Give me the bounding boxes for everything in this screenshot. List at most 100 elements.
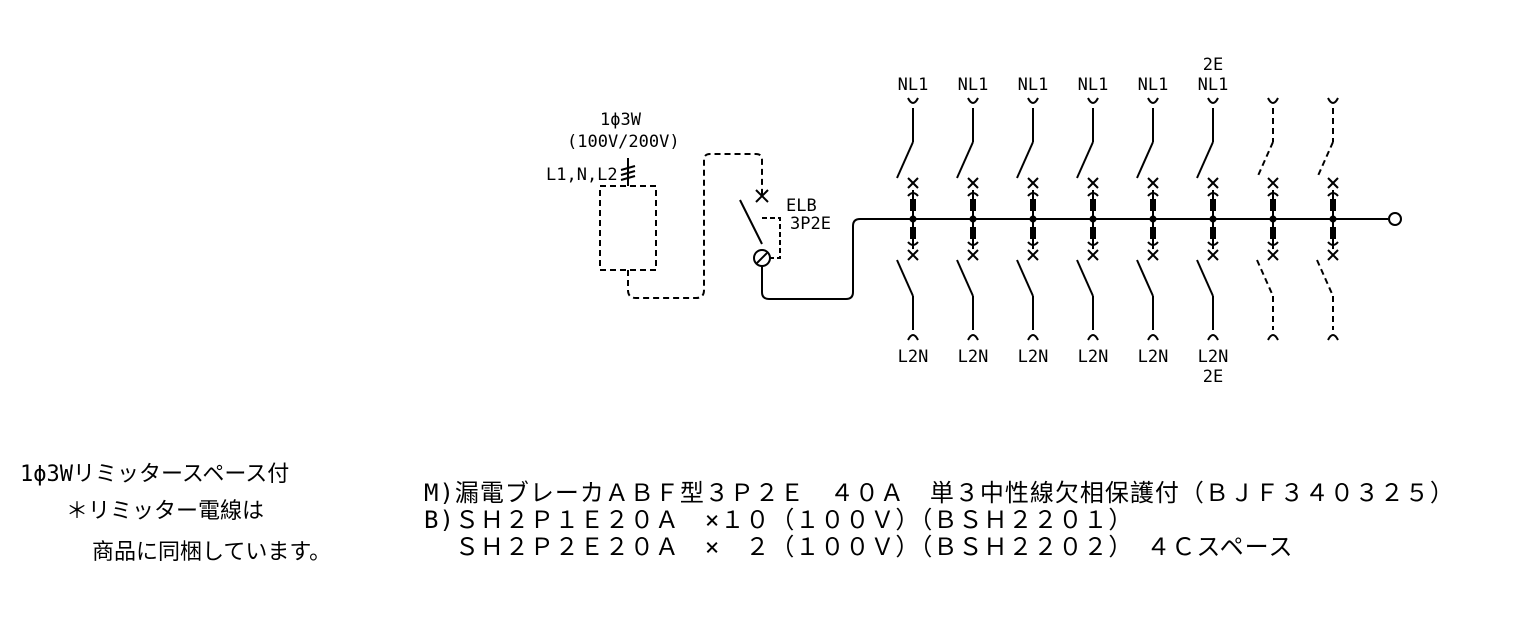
breaker-contact-bottom — [907, 241, 919, 261]
terminal-bottom — [967, 334, 979, 341]
terminal-bottom — [907, 334, 919, 341]
main-feed-wire — [761, 218, 900, 300]
main-breaker-type-label: ELB — [786, 196, 817, 216]
breaker-fuse-bottom — [1150, 227, 1156, 239]
breaker-fuse-bottom — [910, 227, 916, 239]
bus-connection-dot — [1329, 215, 1337, 223]
bus-connection-dot — [1209, 215, 1217, 223]
branch-bottom-label: L2N — [1138, 347, 1169, 367]
bus-connection-dot — [1029, 215, 1037, 223]
breaker-fuse-top — [1030, 199, 1036, 211]
limiter-note-line1: 1ϕ3Wリミッタースペース付 — [20, 462, 290, 487]
limiter-note-line2: ＊リミッター電線は — [66, 499, 265, 524]
limiter-wire — [627, 153, 763, 299]
supply-conductors-label: L1,N,L2 — [546, 165, 618, 185]
branch-top-label: NL1 — [1018, 75, 1049, 95]
branch-bottom-label: L2N — [1018, 347, 1049, 367]
terminal-top — [1147, 97, 1159, 104]
busbar-end-terminal — [1388, 212, 1402, 226]
limiter-note-line3: 商品に同梱しています。 — [92, 540, 332, 565]
switch-blade-top — [1256, 141, 1274, 179]
main-breaker-poles-label: 3P2E — [790, 214, 831, 234]
supply-voltage-label: (100V/200V) — [567, 132, 680, 152]
terminal-top — [1087, 97, 1099, 104]
bus-connection-dot — [1269, 215, 1277, 223]
switch-blade-top — [1196, 141, 1214, 179]
switch-blade-bottom — [1316, 259, 1334, 297]
switch-blade-bottom — [1196, 259, 1214, 297]
breaker-contact-bottom — [967, 241, 979, 261]
breaker-fuse-top — [1270, 199, 1276, 211]
breaker-fuse-top — [910, 199, 916, 211]
breaker-fuse-bottom — [1030, 227, 1036, 239]
terminal-bottom — [1327, 334, 1339, 341]
terminal-top — [1267, 97, 1279, 104]
breaker-fuse-bottom — [970, 227, 976, 239]
breaker-contact-bottom — [1147, 241, 1159, 261]
switch-blade-bottom — [1016, 259, 1034, 297]
bus-connection-dot — [969, 215, 977, 223]
branch-bottom-label: L2N — [958, 347, 989, 367]
branch-top-label-extra: 2E — [1203, 55, 1223, 75]
switch-blade-top — [1136, 141, 1154, 179]
terminal-top — [967, 97, 979, 104]
breaker-contact-bottom — [1267, 241, 1279, 261]
terminal-top — [1207, 97, 1219, 104]
breaker-fuse-bottom — [1090, 227, 1096, 239]
spec-branch-breaker-2: ＳＨ２Ｐ２Ｅ２０Ａ × ２（１００Ｖ）（ＢＳＨ２２０２） ４Ｃスペース — [424, 533, 1294, 561]
terminal-top — [1327, 97, 1339, 104]
bus-connection-dot — [909, 215, 917, 223]
switch-blade-bottom — [1076, 259, 1094, 297]
branch-bottom-label: L2N — [1198, 347, 1229, 367]
supply-phase-label: 1ϕ3W — [600, 110, 642, 130]
conductor-count-mark — [620, 158, 636, 186]
breaker-fuse-top — [1210, 199, 1216, 211]
switch-blade-bottom — [1136, 259, 1154, 297]
branch-top-label: NL1 — [958, 75, 989, 95]
branch-top-label: NL1 — [898, 75, 929, 95]
terminal-bottom — [1087, 334, 1099, 341]
breaker-contact-bottom — [1087, 241, 1099, 261]
switch-blade-bottom — [1256, 259, 1274, 297]
bus-connection-dot — [1149, 215, 1157, 223]
bus-connection-dot — [1089, 215, 1097, 223]
switch-blade-top — [896, 141, 914, 179]
switch-blade-top — [1316, 141, 1334, 179]
terminal-bottom — [1267, 334, 1279, 341]
breaker-contact-bottom — [1327, 241, 1339, 261]
branch-circuit — [1256, 97, 1279, 341]
breaker-fuse-top — [970, 199, 976, 211]
breaker-fuse-bottom — [1330, 227, 1336, 239]
switch-blade-bottom — [896, 259, 914, 297]
terminal-bottom — [1147, 334, 1159, 341]
breaker-fuse-top — [1150, 199, 1156, 211]
branch-bottom-label-extra: 2E — [1203, 367, 1223, 387]
breaker-fuse-bottom — [1210, 227, 1216, 239]
breaker-contact-bottom — [1027, 241, 1039, 261]
spec-main-breaker: M)漏電ブレーカＡＢＦ型３Ｐ２Ｅ ４０Ａ 単３中性線欠相保護付（ＢＪＦ３４０３２… — [424, 479, 1455, 507]
switch-blade-top — [956, 141, 974, 179]
branch-circuit — [1316, 97, 1339, 341]
breaker-fuse-top — [1330, 199, 1336, 211]
switch-blade-bottom — [956, 259, 974, 297]
limiter-space-box — [599, 185, 657, 271]
terminal-bottom — [1027, 334, 1039, 341]
breaker-fuse-bottom — [1270, 227, 1276, 239]
branch-bottom-label: L2N — [898, 347, 929, 367]
branch-bottom-label: L2N — [1078, 347, 1109, 367]
branch-top-label: NL1 — [1198, 75, 1229, 95]
terminal-top — [1027, 97, 1039, 104]
terminal-bottom — [1207, 334, 1219, 341]
branch-top-label: NL1 — [1138, 75, 1169, 95]
spec-branch-breaker-1: B)ＳＨ２Ｐ１Ｅ２０Ａ ×１０（１００Ｖ）（ＢＳＨ２２０１） — [424, 506, 1134, 534]
main-breaker-symbol — [739, 189, 781, 267]
switch-blade-top — [1076, 141, 1094, 179]
terminal-top — [907, 97, 919, 104]
branch-top-label: NL1 — [1078, 75, 1109, 95]
